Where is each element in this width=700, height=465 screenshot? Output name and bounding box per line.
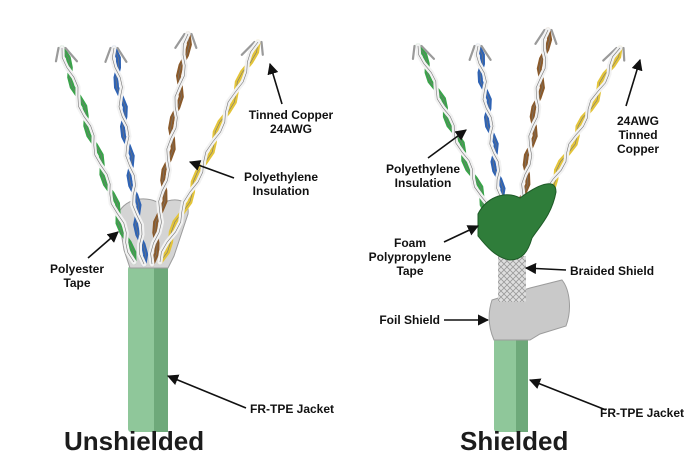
shielded-insulation-label: Polyethylene Insulation <box>385 162 461 190</box>
shielded-green-white-conductor-tip <box>420 44 436 60</box>
unshielded-blue-white-conductor-tip <box>116 46 128 63</box>
foam-polypropylene-tape <box>477 183 557 261</box>
unshielded-green-conductor-tip <box>54 46 60 63</box>
unshielded-conductor-label: Tinned Copper 24AWG <box>248 108 334 136</box>
shielded-yellow-conductor-tip <box>602 46 618 62</box>
unshielded-blue-conductor-tip <box>104 46 112 63</box>
shielded-braid-label: Braided Shield <box>570 264 655 278</box>
shielded-jacket-label: FR-TPE Jacket <box>600 406 685 420</box>
unshielded-wire-pairs <box>54 31 264 267</box>
arrow-s-jacket <box>528 378 607 411</box>
arrow-u-insulation <box>188 160 235 179</box>
unshielded-yellow-wire-edge <box>159 41 259 263</box>
unshielded-green-wire-edge <box>61 47 135 263</box>
shielded-green-conductor-tip <box>411 44 416 60</box>
unshielded-green-white-wire-edge <box>61 47 135 263</box>
shielded-blue-conductor-tip <box>468 44 476 61</box>
shielded-foam-tape-label: Foam Polypropylene Tape <box>368 236 452 278</box>
unshielded-blue-white-wire-edge <box>111 47 145 265</box>
unshielded-yellow-white-conductor-tip <box>260 40 264 56</box>
shielded-blue-white-conductor-tip <box>480 44 492 61</box>
arrow-s-foam <box>443 225 480 243</box>
braided-shield <box>498 256 526 302</box>
unshielded-blue-wire-edge <box>113 47 147 265</box>
shielded-caption: Shielded <box>460 426 569 456</box>
unshielded-tape-label: Polyester Tape <box>49 262 105 290</box>
shielded-jacket-shade <box>516 338 528 432</box>
unshielded-insulation-label: Polyethylene Insulation <box>243 170 319 198</box>
arrow-u-jacket <box>166 374 247 409</box>
unshielded-brown-wire-edge <box>151 33 190 265</box>
shielded-brown-conductor-tip <box>534 28 546 45</box>
arrow-s-conductor <box>625 58 643 107</box>
arrow-u-tape <box>87 231 119 259</box>
unshielded-brown-white-conductor-tip <box>190 32 198 49</box>
shielded-foil-label: Foil Shield <box>379 313 440 327</box>
shielded-cable <box>411 27 626 432</box>
unshielded-caption: Unshielded <box>64 426 205 456</box>
unshielded-jacket-label: FR-TPE Jacket <box>250 402 335 416</box>
shielded-conductor-label: 24AWG Tinned Copper <box>616 114 659 156</box>
arrow-s-insulation <box>427 129 467 159</box>
unshielded-cable <box>54 31 264 432</box>
shielded-yellow-white-conductor-tip <box>622 46 626 62</box>
unshielded-brown-conductor-tip <box>174 32 186 49</box>
unshielded-yellow-white-wire-edge <box>159 41 259 263</box>
arrow-u-conductor <box>267 62 283 105</box>
shielded-brown-white-conductor-tip <box>550 28 558 45</box>
unshielded-brown-white-wire-edge <box>150 33 189 265</box>
unshielded-green-white-conductor-tip <box>64 46 79 63</box>
callout-arrows <box>87 58 643 411</box>
arrow-s-braid <box>524 262 567 275</box>
unshielded-jacket-shade <box>154 266 168 432</box>
unshielded-yellow-conductor-tip <box>240 40 256 56</box>
